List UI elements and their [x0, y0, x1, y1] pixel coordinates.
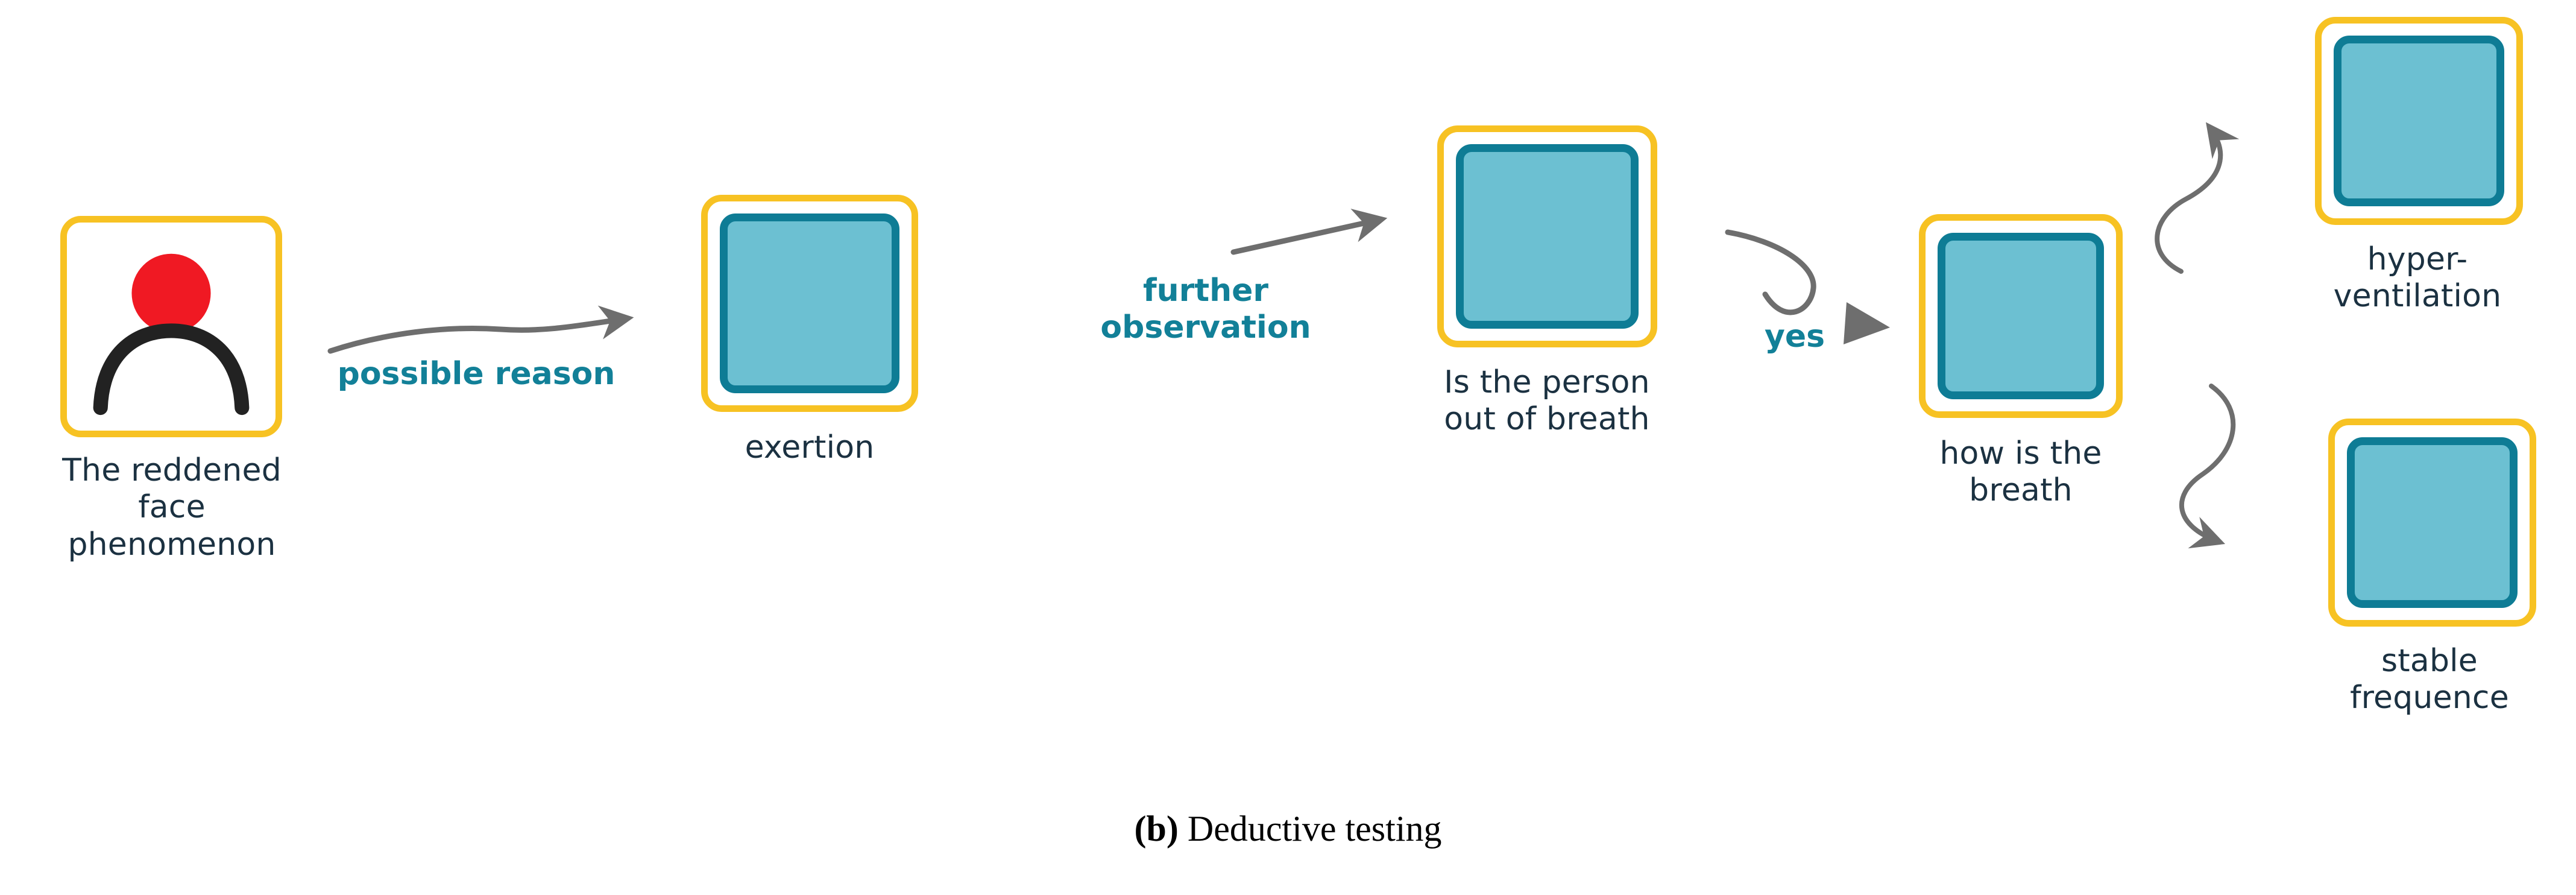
blank-teal-icon [2347, 437, 2518, 608]
edge-label-further-observation: further observation [1100, 273, 1311, 346]
node-frame [1919, 214, 2123, 418]
blank-teal-icon [720, 213, 899, 393]
edge-label-possible-reason: possible reason [337, 356, 616, 392]
node-label-hyperventilation: hyper- ventilation [2333, 241, 2502, 315]
node-label-reddened-face: The reddened face phenomenon [62, 452, 282, 563]
node-frame [2328, 419, 2536, 627]
arrow-to-stable-frequence [2179, 384, 2236, 549]
arrow-possible-reason [327, 305, 634, 354]
person-red-face-icon [93, 253, 250, 416]
node-label-exertion: exertion [745, 429, 875, 466]
node-label-out-of-breath: Is the person out of breath [1444, 364, 1650, 438]
figure-caption-marker: (b) [1134, 809, 1179, 849]
blank-teal-icon [2334, 36, 2504, 206]
edge-label-yes: yes [1764, 318, 1825, 355]
blank-teal-icon [1456, 144, 1639, 329]
node-hyperventilation[interactable] [2315, 17, 2523, 225]
figure-caption-text: Deductive testing [1178, 809, 1442, 849]
node-exertion[interactable] [701, 195, 918, 412]
arrow-to-hyperventilation [2155, 122, 2240, 274]
node-label-how-is-breath: how is the breath [1939, 435, 2102, 509]
arrow-further-observation [1230, 208, 1388, 255]
node-frame [701, 195, 918, 412]
node-label-stable-frequence: stable frequence [2350, 643, 2509, 716]
node-stable-frequence[interactable] [2328, 419, 2536, 627]
figure-caption: (b) Deductive testing [0, 808, 2576, 850]
node-out-of-breath[interactable] [1437, 125, 1657, 347]
node-frame [60, 216, 282, 437]
node-frame [1437, 125, 1657, 347]
node-reddened-face[interactable] [60, 216, 282, 437]
node-frame [2315, 17, 2523, 225]
blank-teal-icon [1938, 233, 2104, 399]
node-how-is-breath[interactable] [1919, 214, 2123, 418]
